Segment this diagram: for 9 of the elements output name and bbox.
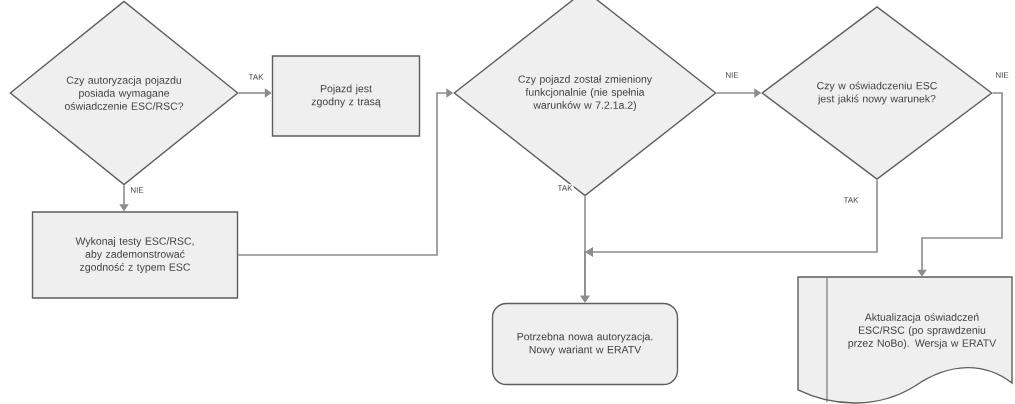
edge-label: NIE (129, 186, 145, 194)
edge-label: TAK (556, 184, 574, 192)
edge-label: TAK (247, 73, 265, 81)
edge-label: NIE (994, 71, 1010, 79)
process-box: Pojazd jest zgodny z trasą (271, 55, 421, 137)
process-box: Wykonaj testy ESC/RSC, aby zademonstrować zgodność z typem ESC (31, 211, 239, 299)
edge-label: NIE (724, 71, 740, 79)
terminal-box: Potrzebna nowa autoryzacja. Nowy wariant w ERATV (491, 302, 679, 386)
edge-label: TAK (842, 196, 860, 204)
